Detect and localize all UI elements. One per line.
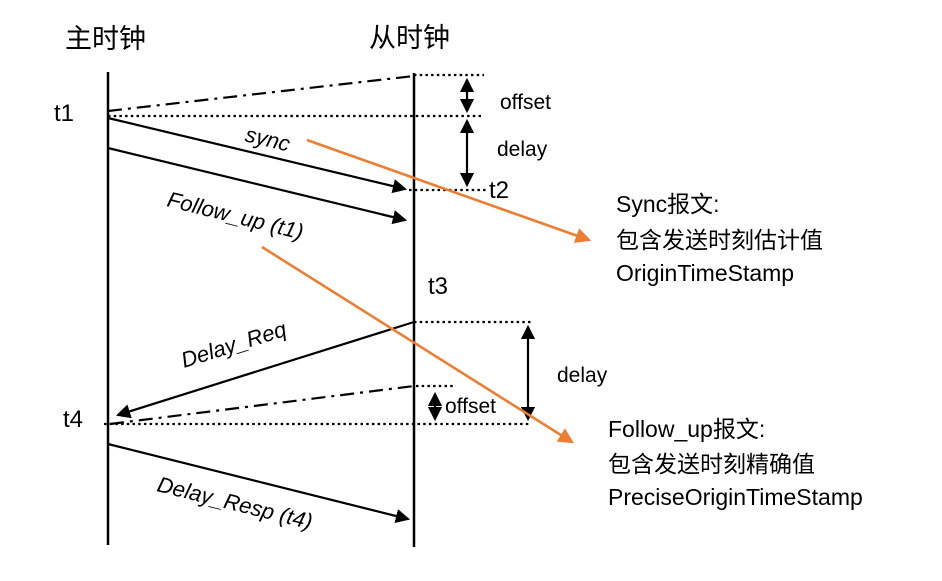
- follow-up-message-arrow: [107, 146, 408, 225]
- delay-req-message-arrow: [115, 320, 415, 419]
- sync-message-arrow: [107, 116, 408, 194]
- timestamp-t4-label: t4: [63, 406, 83, 433]
- follow-up-message-label: Follow_up (t1): [165, 187, 306, 245]
- sync-note-title: Sync报文:: [616, 191, 720, 217]
- follow-up-note-pointer-arrow: [261, 245, 574, 444]
- sync-note-desc: 包含发送时刻估计值: [616, 227, 823, 253]
- skew-dashdot-line-bottom: [109, 384, 415, 426]
- delay-resp-message-label: Delay_Resp (t4): [155, 472, 315, 535]
- follow-up-note-title: Follow_up报文:: [608, 416, 765, 442]
- sync-note-field: OriginTimeStamp: [616, 260, 794, 286]
- delay-resp-message-arrow: [107, 442, 411, 523]
- offset-top-label: offset: [500, 91, 551, 114]
- sync-note: Sync报文: 包含发送时刻估计值 OriginTimeStamp: [616, 191, 823, 286]
- delay-req-message-label: Delay_Req: [178, 316, 290, 373]
- skew-dashdot-line-top: [107, 74, 415, 113]
- sync-note-pointer-arrow: [306, 138, 592, 243]
- follow-up-note-desc: 包含发送时刻精确值: [608, 451, 815, 477]
- follow-up-note: Follow_up报文: 包含发送时刻精确值 PreciseOriginTime…: [608, 416, 863, 510]
- slave-clock-label: 从时钟: [369, 23, 450, 53]
- timestamp-t3-label: t3: [428, 273, 448, 300]
- timestamp-t2-label: t2: [489, 177, 509, 204]
- master-clock-label: 主时钟: [65, 24, 146, 54]
- timestamp-t1-label: t1: [54, 100, 74, 127]
- follow-up-note-field: PreciseOriginTimeStamp: [608, 484, 863, 510]
- delay-top-label: delay: [497, 138, 548, 161]
- offset-bottom-label: offset: [445, 395, 496, 418]
- delay-bottom-label: delay: [557, 364, 608, 387]
